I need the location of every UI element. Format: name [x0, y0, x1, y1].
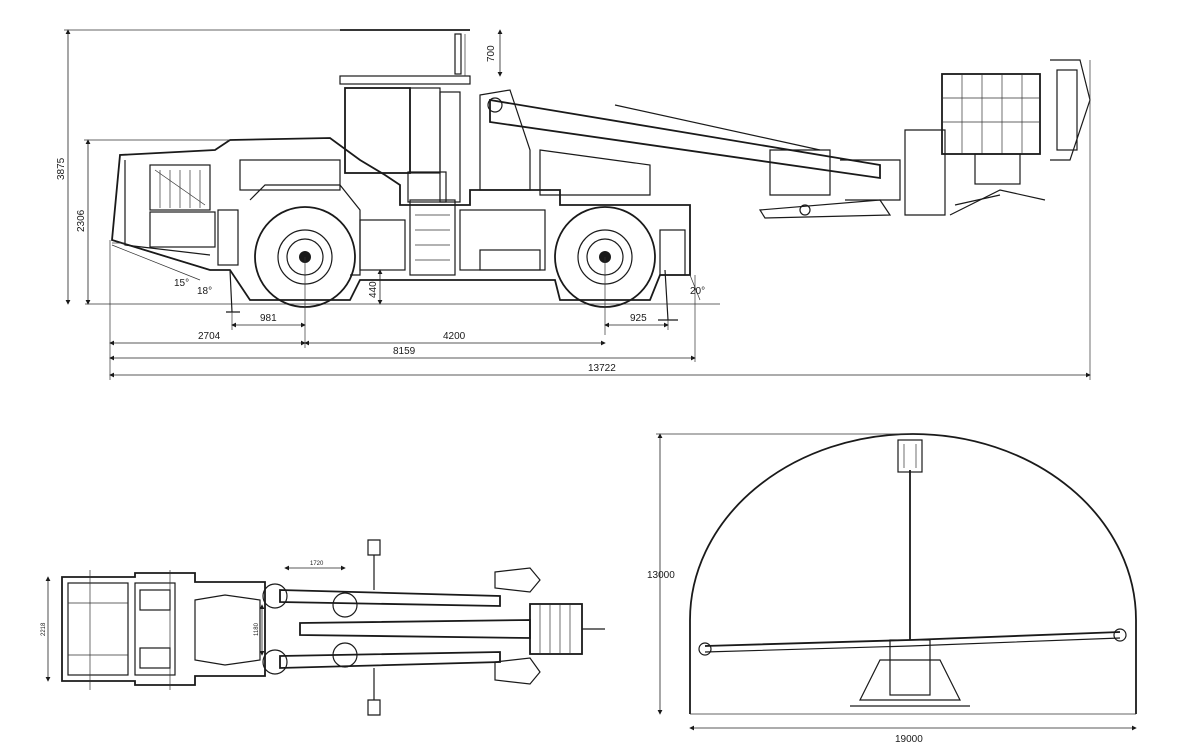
dim-boom-spacing: 1720 [310, 561, 324, 567]
front-view: 13000 19000 [647, 433, 1137, 745]
angle-departure: 20° [690, 286, 705, 297]
dim-front-overhang: 2704 [198, 331, 221, 342]
dim-reach-height: 13000 [647, 570, 675, 581]
top-wheels [262, 583, 358, 675]
angle-approach-a: 15° [174, 278, 189, 289]
outriggers [226, 269, 678, 321]
dim-total-height: 3875 [56, 157, 67, 180]
dim-outrigger-front: 981 [260, 313, 277, 324]
dim-mast-top: 700 [486, 45, 497, 62]
angle-approach-b: 18° [197, 286, 212, 297]
side-dimension-labels: 700 3875 2306 440 15° 18° 20° 2704 981 4… [56, 45, 705, 374]
dim-ground-clearance: 440 [368, 281, 379, 298]
work-basket [904, 59, 1091, 216]
dim-body-width: 2218 [41, 622, 47, 636]
dim-vehicle-length: 8159 [393, 346, 416, 357]
dim-boom-offset: 1180 [254, 622, 260, 636]
top-view: 1720 2218 1180 [41, 539, 605, 716]
dim-total-length: 13722 [588, 363, 616, 374]
dim-reach-width: 19000 [895, 734, 923, 745]
top-dimensions: 1720 2218 1180 [41, 561, 346, 682]
boom-arm [479, 89, 901, 219]
front-dimensions: 13000 19000 [647, 433, 1137, 745]
top-chassis [61, 570, 266, 690]
tunnel-profile [689, 433, 1137, 714]
dim-outrigger-rear: 925 [630, 313, 647, 324]
cab-and-mast [339, 29, 471, 203]
top-booms [279, 539, 605, 716]
side-view: 700 3875 2306 440 15° 18° 20° 2704 981 4… [56, 29, 1091, 380]
chassis [111, 137, 691, 301]
front-machine [698, 439, 1127, 707]
side-dimensions [64, 29, 1091, 380]
dim-wheelbase: 4200 [443, 331, 466, 342]
dim-cab-height: 2306 [76, 209, 87, 232]
